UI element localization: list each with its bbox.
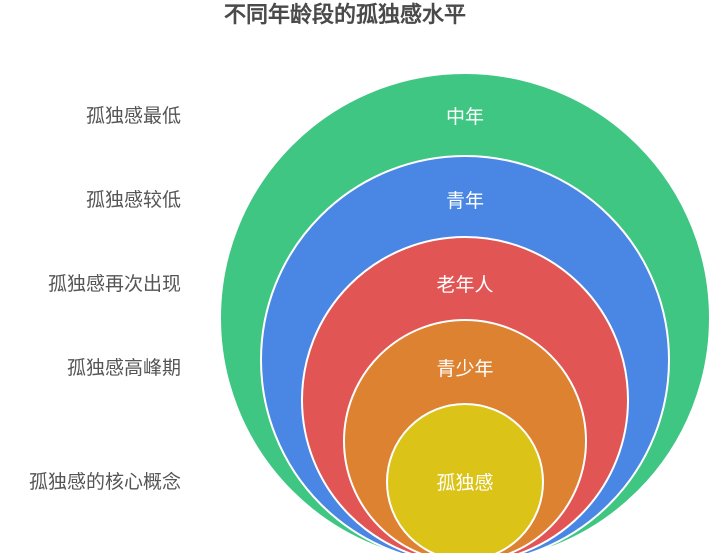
- layer-description-youth: 孤独感较低: [85, 189, 181, 211]
- layer-circle-core: [386, 403, 544, 553]
- layer-label-middle-age: 中年: [446, 106, 484, 128]
- layer-label-elderly: 老年人: [436, 274, 493, 296]
- layer-label-teenager: 青少年: [436, 358, 493, 380]
- layer-description-middle-age: 孤独感最低: [85, 105, 181, 127]
- layer-description-teenager: 孤独感高峰期: [66, 357, 181, 379]
- diagram-title: 不同年龄段的孤独感水平: [223, 3, 466, 28]
- layer-label-youth: 青年: [446, 190, 484, 212]
- layer-description-elderly: 孤独感再次出现: [47, 273, 181, 295]
- layer-label-core: 孤独感: [436, 472, 493, 494]
- layer-description-core: 孤独感的核心概念: [28, 471, 181, 493]
